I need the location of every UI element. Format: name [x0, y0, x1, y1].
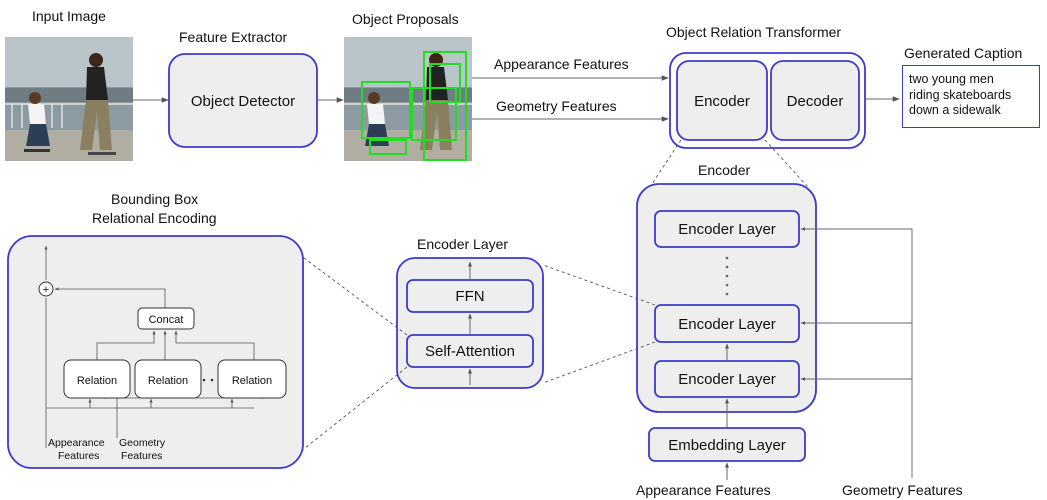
generated-caption-box: two young men riding skateboards down a … [902, 65, 1040, 128]
caption-line-2: riding skateboards [909, 87, 1012, 102]
decoder-label: Decoder [787, 93, 844, 110]
encoder-layer-title: Encoder Layer [417, 236, 509, 252]
object-proposals-image [344, 37, 472, 161]
feature-extractor-title: Feature Extractor [179, 29, 288, 45]
relation-label-1: Relation [77, 375, 117, 387]
relation-dot [202, 378, 206, 382]
object-relation-transformer-title: Object Relation Transformer [666, 24, 842, 40]
generated-caption-title: Generated Caption [904, 45, 1023, 61]
bottom-appearance-features-label: Appearance Features [636, 482, 771, 498]
relational-encoding-title: Relational Encoding [92, 210, 217, 226]
concat-label: Concat [149, 314, 184, 326]
encoder-layer-label: Encoder Layer [678, 371, 776, 388]
detail-geometry-label-2: Features [121, 450, 163, 462]
zoom-line [649, 139, 682, 188]
bottom-geometry-features-label: Geometry Features [842, 482, 963, 498]
ffn-label: FFN [455, 288, 484, 305]
detail-geometry-label-1: Geometry [119, 437, 166, 449]
encoder-box [676, 60, 768, 141]
input-image-title: Input Image [32, 8, 106, 24]
embedding-layer-box [648, 427, 806, 462]
encoder-layer-box-top [654, 210, 800, 248]
zoom-line [764, 139, 809, 188]
embedding-layer-label: Embedding Layer [668, 437, 786, 454]
concat-box [137, 307, 195, 330]
encoder-label: Encoder [694, 93, 750, 110]
relation-dot [210, 378, 214, 382]
relation-label-2: Relation [148, 375, 188, 387]
encoder-layer-box-mid [654, 304, 800, 343]
plus-symbol: + [43, 284, 49, 296]
zoom-line [299, 254, 408, 336]
encoder-title: Encoder [698, 162, 751, 178]
detail-appearance-label-1: Appearance [48, 437, 105, 449]
zoom-line [299, 366, 408, 453]
geometry-line-top [800, 227, 913, 478]
caption-line-1: two young men [909, 72, 994, 86]
zoom-line [542, 264, 656, 306]
relation-label-3: Relation [232, 375, 272, 387]
encoder-layer-label: Encoder Layer [678, 221, 776, 238]
detail-appearance-label-2: Features [58, 450, 100, 462]
appearance-features-label: Appearance Features [494, 56, 629, 72]
sum-circle [38, 281, 54, 297]
object-detector-label: Object Detector [191, 93, 295, 110]
relation-box-3 [217, 359, 287, 399]
bounding-box-title: Bounding Box [111, 191, 199, 207]
zoom-line [542, 341, 656, 384]
caption-line-3: down a sidewalk [909, 103, 1001, 117]
input-image [5, 37, 133, 161]
decoder-box [770, 60, 860, 141]
object-proposals-title: Object Proposals [352, 11, 459, 27]
ellipsis-dots [725, 256, 729, 296]
bbox-encoding-detail-box [7, 235, 304, 469]
self-attention-label: Self-Attention [425, 343, 515, 360]
geometry-features-label: Geometry Features [496, 98, 617, 114]
relation-box-1 [63, 359, 131, 399]
encoder-layer-label: Encoder Layer [678, 316, 776, 333]
relation-box-2 [134, 359, 202, 399]
